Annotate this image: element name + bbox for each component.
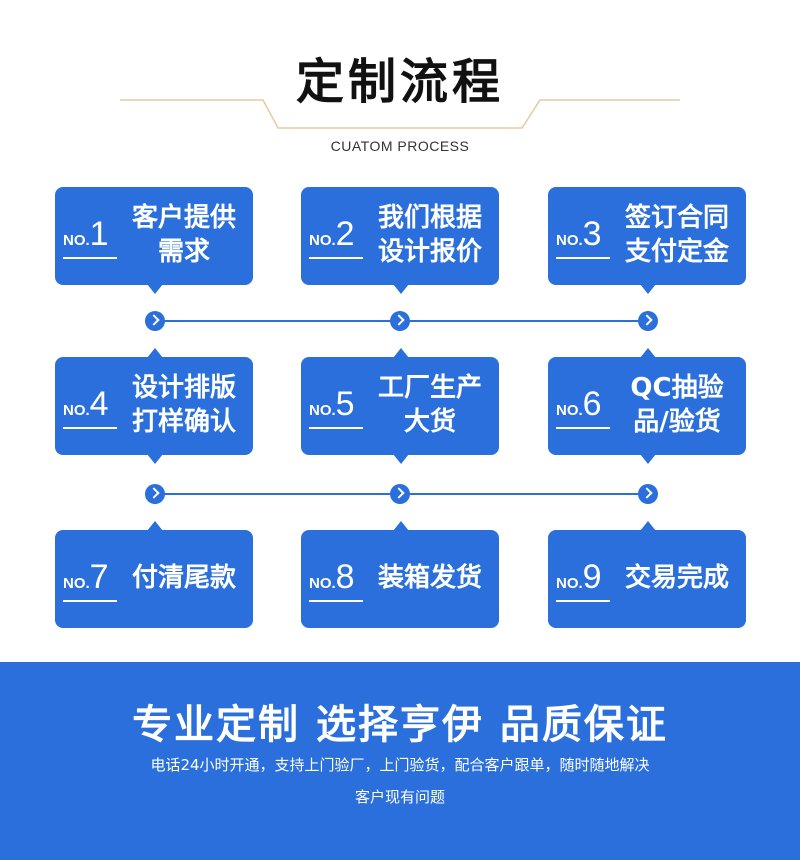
page-title: 定制流程 — [295, 54, 504, 110]
chevron-right-circle-icon — [390, 484, 410, 504]
step-number: NO.8 — [309, 558, 355, 596]
banner-slogan: 专业定制 选择亨伊 品质保证 — [132, 702, 668, 748]
chevron-right-circle-icon — [638, 311, 658, 331]
chevron-right-circle-icon — [390, 311, 410, 331]
step-card-2: NO.2 我们根据设计报价 — [301, 187, 499, 294]
bottom-banner: 专业定制 选择亨伊 品质保证 电话24小时开通，支持上门验厂，上门验货，配合客户… — [0, 662, 800, 860]
number-underline — [63, 257, 117, 259]
step-label: 设计排版打样确认 — [131, 373, 236, 437]
step-number: NO.7 — [63, 558, 109, 596]
pointer-down — [640, 454, 656, 464]
step-card-5: NO.5 工厂生产大货 — [301, 348, 499, 464]
step-label: 签订合同支付定金 — [624, 203, 729, 267]
pointer-up — [393, 348, 409, 358]
number-underline — [556, 600, 610, 602]
number-underline — [63, 427, 117, 429]
step-label: 交易完成 — [624, 563, 729, 593]
pointer-down — [147, 284, 163, 294]
number-underline — [309, 427, 363, 429]
number-underline — [309, 600, 363, 602]
step-label: QC抽验品/验货 — [630, 373, 724, 437]
step-number: NO.5 — [309, 385, 355, 423]
step-card-1: NO.1 客户提供需求 — [55, 187, 253, 294]
step-number: NO.4 — [63, 385, 109, 423]
step-card-3: NO.3 签订合同支付定金 — [548, 187, 746, 294]
pointer-down — [393, 454, 409, 464]
step-card-4: NO.4 设计排版打样确认 — [55, 348, 253, 464]
pointer-up — [640, 348, 656, 358]
pointer-down — [393, 284, 409, 294]
number-underline — [63, 600, 117, 602]
pointer-down — [147, 454, 163, 464]
number-underline — [556, 257, 610, 259]
banner-description-line1: 电话24小时开通，支持上门验厂，上门验货，配合客户跟单，随时随地解决 — [150, 756, 650, 774]
step-label: 工厂生产大货 — [377, 373, 482, 437]
step-label: 客户提供需求 — [131, 203, 236, 267]
pointer-up — [147, 348, 163, 358]
step-card-9: NO.9 交易完成 — [548, 521, 746, 628]
step-card-6: NO.6 QC抽验品/验货 — [548, 348, 746, 464]
step-label: 装箱发货 — [377, 563, 482, 593]
number-underline — [309, 257, 363, 259]
title-decoration — [120, 99, 680, 129]
page-subtitle: CUATOM PROCESS — [330, 138, 470, 154]
chevron-right-circle-icon — [145, 311, 165, 331]
pointer-up — [640, 521, 656, 531]
step-number: NO.3 — [556, 215, 602, 253]
step-card-8: NO.8 装箱发货 — [301, 521, 499, 628]
pointer-down — [640, 284, 656, 294]
chevron-right-circle-icon — [638, 484, 658, 504]
number-underline — [556, 427, 610, 429]
banner-description-line2: 客户现有问题 — [354, 788, 445, 806]
pointer-up — [147, 521, 163, 531]
step-number: NO.9 — [556, 558, 602, 596]
step-number: NO.2 — [309, 215, 355, 253]
step-card-7: NO.7 付清尾款 — [55, 521, 253, 628]
step-label: 付清尾款 — [131, 563, 236, 593]
step-number: NO.1 — [63, 215, 109, 253]
step-label: 我们根据设计报价 — [377, 203, 482, 267]
step-number: NO.6 — [556, 385, 602, 423]
chevron-right-circle-icon — [145, 484, 165, 504]
pointer-up — [393, 521, 409, 531]
